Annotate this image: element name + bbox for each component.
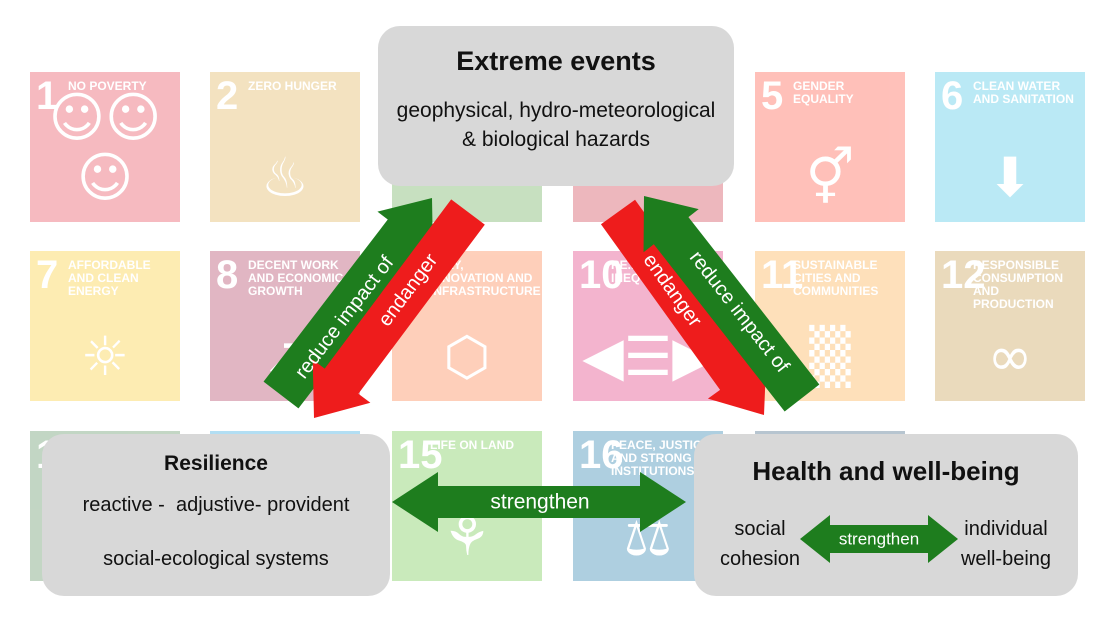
individual-wellbeing-label: individual well-being	[960, 518, 1052, 570]
sdg-tile-5: 5 Gender equality ⚥	[755, 72, 905, 222]
sdg-tile-icon: ☺☺☺	[48, 86, 162, 209]
resilience-box: Resilience reactive - adjustive- provide…	[42, 434, 390, 596]
health-title: Health and well-being	[752, 456, 1020, 486]
sdg-tile-title: Clean water and sanitation	[973, 79, 1074, 106]
sdg-tile-number: 8	[216, 253, 239, 297]
reduce-impact-arrow-right	[643, 196, 820, 412]
sdg-tile-number: 5	[761, 74, 784, 118]
sdg-tile-icon: ☼	[80, 325, 130, 388]
sdg-tile-number: 6	[941, 74, 964, 118]
social-cohesion-label: social cohesion	[719, 518, 801, 570]
sdg-tile-number: 11	[761, 253, 804, 297]
sdg-tile-icon: ▒	[809, 325, 851, 388]
sdg-tile-number: 10	[579, 253, 624, 297]
sdg-tile-icon: ∞	[987, 325, 1033, 388]
sdg-tile-title: Sustainable cities and communities	[793, 258, 879, 298]
sdg-tile-number: 15	[398, 433, 443, 477]
sdg-tile-title: Responsible consumption and production	[973, 258, 1063, 311]
sdg-tile-number: 12	[941, 253, 986, 297]
sdg-tile-icon: ⬡	[443, 325, 491, 388]
strengthen-arrow-main	[392, 472, 686, 532]
extreme-events-box: Extreme events geophysical, hydro-meteor…	[378, 26, 734, 186]
sdg-tile-number: 2	[216, 74, 239, 118]
sdg-tile-title: Decent work and economic growth	[248, 258, 344, 298]
sdg-tile-title: Gender equality	[793, 79, 854, 106]
sdg-tile-number: 7	[36, 253, 59, 297]
resilience-title: Resilience	[164, 452, 268, 475]
resilience-types: reactive - adjustive- provident	[82, 494, 350, 516]
sdg-tile-title: Life on land	[430, 438, 514, 452]
sdg-tile-6: 6 Clean water and sanitation ⬇	[935, 72, 1085, 222]
sdg-tile-title: Peace, justice and strong institutions	[611, 438, 710, 478]
sdg-tile-icon: ♨	[260, 146, 310, 209]
resilience-systems: social-ecological systems	[103, 548, 329, 570]
reduce-impact-arrow-left	[263, 198, 434, 409]
sdg-tile-number: 1	[36, 74, 59, 118]
sdg-tile-icon: ⚥	[805, 146, 855, 209]
sdg-tile-title: Affordable and clean energy	[68, 258, 151, 298]
sdg-tile-12: 12Responsible consumption and production…	[935, 251, 1085, 401]
extreme-events-description: geophysical, hydro-meteorological & biol…	[396, 99, 716, 151]
endanger-arrow-right	[600, 199, 767, 415]
endanger-arrow-left	[312, 199, 485, 418]
sdg-tile-icon: ⬇	[987, 146, 1033, 209]
extreme-events-title: Extreme events	[456, 46, 656, 76]
sdg-tile-title: Zero hunger	[248, 79, 337, 93]
strengthen-label-main: strengthen	[490, 491, 589, 514]
sdg-tile-number: 16	[579, 433, 624, 477]
sdg-tile-title: No poverty	[68, 79, 147, 93]
sdg-tile-7: 7Affordable and clean energy ☼	[30, 251, 180, 401]
sdg-tile-2: 2 Zero hunger ♨	[210, 72, 360, 222]
health-box: Health and well-being social cohesion in…	[694, 434, 1078, 596]
sdg-tile-1: 1 No poverty☺☺☺	[30, 72, 180, 222]
